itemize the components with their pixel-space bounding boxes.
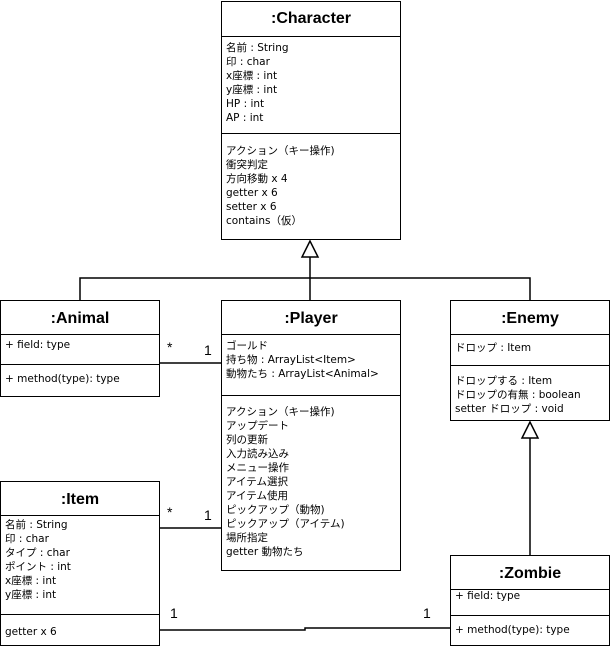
attribute-item: 動物たち : ArrayList<Animal>	[226, 368, 379, 380]
class-animal-name: :Animal	[50, 310, 110, 327]
operation-item: ドロップする : Item	[455, 375, 553, 387]
class-enemy-divider	[451, 365, 609, 366]
attribute-item: ドロップ : Item	[455, 342, 532, 354]
operation-item: getter x 6	[5, 626, 57, 638]
class-character[interactable]: :Character 名前 : String 印 : char x座標 : int y…	[221, 1, 401, 240]
operation-item: 入力読み込み	[226, 448, 289, 460]
operation-item: ピックアップ（動物)	[226, 504, 325, 516]
class-zombie-name: :Zombie	[498, 565, 562, 582]
class-animal-divider	[1, 364, 159, 365]
attribute-item: 印 : char	[226, 56, 270, 68]
operation-item: getter 動物たち	[226, 546, 304, 558]
class-zombie-divider	[451, 589, 609, 590]
class-animal-divider	[1, 334, 159, 335]
class-zombie[interactable]: :Zombie + field: type + method(type): ty…	[450, 555, 610, 646]
attribute-item: x座標 : int	[226, 70, 278, 82]
class-item-divider	[1, 614, 159, 615]
attribute-item: タイプ : char	[5, 547, 70, 559]
multiplicity-player-end-animal: 1	[204, 342, 212, 358]
operation-item: メニュー操作	[226, 462, 289, 474]
association-item-zombie[interactable]	[160, 627, 450, 631]
attribute-item: + field: type	[455, 590, 521, 602]
class-enemy-operations: ドロップする : Item ドロップの有無 : boolean setter ドロッ…	[455, 374, 607, 416]
attribute-item: y座標 : int	[226, 84, 278, 96]
class-player-name: :Player	[284, 310, 338, 327]
class-character-divider	[222, 133, 400, 134]
class-animal[interactable]: :Animal + field: type + method(type): ty…	[0, 300, 160, 397]
operation-item: + method(type): type	[5, 373, 120, 385]
class-item-operations: getter x 6	[5, 625, 157, 639]
operation-item: getter x 6	[226, 187, 278, 199]
attribute-item: ゴールド	[226, 340, 268, 352]
class-animal-operations: + method(type): type	[5, 372, 157, 386]
operation-item: 場所指定	[226, 532, 268, 544]
multiplicity-item-end: *	[167, 504, 173, 520]
operation-item: 列の更新	[226, 434, 268, 446]
multiplicity-zombie-end: 1	[423, 605, 431, 621]
operation-item: ピックアップ（アイテム)	[226, 518, 345, 530]
multiplicity-item-end-zombie: 1	[170, 605, 178, 621]
class-enemy-divider	[451, 334, 609, 335]
operation-item: アクション（キー操作)	[226, 145, 335, 157]
attribute-item: x座標 : int	[5, 575, 57, 587]
class-zombie-operations: + method(type): type	[455, 623, 607, 637]
inheritance-arrowhead-enemy	[520, 420, 540, 439]
class-character-attributes: 名前 : String 印 : char x座標 : int y座標 : int HP …	[226, 41, 398, 125]
attribute-item: 名前 : String	[5, 519, 68, 531]
operation-item: setter ドロップ : void	[455, 403, 564, 415]
operation-item: contains（仮）	[226, 215, 302, 227]
class-enemy-attributes: ドロップ : Item	[455, 341, 607, 355]
attribute-item: 名前 : String	[226, 42, 289, 54]
attribute-item: AP : int	[226, 112, 264, 124]
operation-item: アップデート	[226, 420, 289, 432]
class-enemy-name: :Enemy	[501, 310, 559, 327]
inheritance-edge-enemy[interactable]	[310, 277, 531, 300]
operation-item: アイテム使用	[226, 490, 288, 502]
attribute-item: y座標 : int	[5, 589, 57, 601]
inheritance-edge-animal[interactable]	[79, 277, 310, 300]
multiplicity-animal-end: *	[167, 339, 173, 355]
class-item[interactable]: :Item 名前 : String 印 : char タイプ : char ポイント …	[0, 481, 160, 646]
class-player-operations: アクション（キー操作) アップデート列の更新入力読み込みメニュー操作アイテム選択ア…	[226, 405, 398, 559]
class-character-operations: アクション（キー操作) 衝突判定方向移動 x 4 getter x 6 setter …	[226, 144, 398, 228]
operation-item: setter x 6	[226, 201, 277, 213]
operation-item: + method(type): type	[455, 624, 570, 636]
class-player-divider	[222, 334, 400, 335]
class-player-divider	[222, 395, 400, 396]
inheritance-arrowhead-character	[300, 239, 320, 258]
operation-item: ドロップの有無 : boolean	[455, 389, 581, 401]
class-character-divider	[222, 36, 400, 37]
attribute-item: 持ち物 : ArrayList<Item>	[226, 354, 356, 366]
operation-item: アクション（キー操作)	[226, 406, 335, 418]
class-enemy[interactable]: :Enemy ドロップ : Item ドロップする : Item ドロップの有無 …	[450, 300, 610, 421]
class-zombie-attributes: + field: type	[455, 589, 607, 603]
class-player-attributes: ゴールド持ち物 : ArrayList<Item> 動物たち : ArrayLis…	[226, 339, 398, 381]
class-item-divider	[1, 515, 159, 516]
multiplicity-player-end-item: 1	[204, 507, 212, 523]
class-character-name: :Character	[270, 10, 352, 27]
class-item-name: :Item	[60, 491, 100, 508]
class-animal-attributes: + field: type	[5, 338, 157, 352]
operation-item: 衝突判定	[226, 159, 268, 171]
attribute-item: ポイント : int	[5, 561, 71, 573]
attribute-item: + field: type	[5, 339, 71, 351]
class-item-attributes: 名前 : String 印 : char タイプ : char ポイント : int x…	[5, 518, 157, 602]
class-zombie-divider	[451, 615, 609, 616]
operation-item: アイテム選択	[226, 476, 288, 488]
operation-item: 方向移動 x 4	[226, 173, 288, 185]
attribute-item: HP : int	[226, 98, 265, 110]
class-player[interactable]: :Player ゴールド持ち物 : ArrayList<Item> 動物たち : …	[221, 300, 401, 571]
attribute-item: 印 : char	[5, 533, 49, 545]
